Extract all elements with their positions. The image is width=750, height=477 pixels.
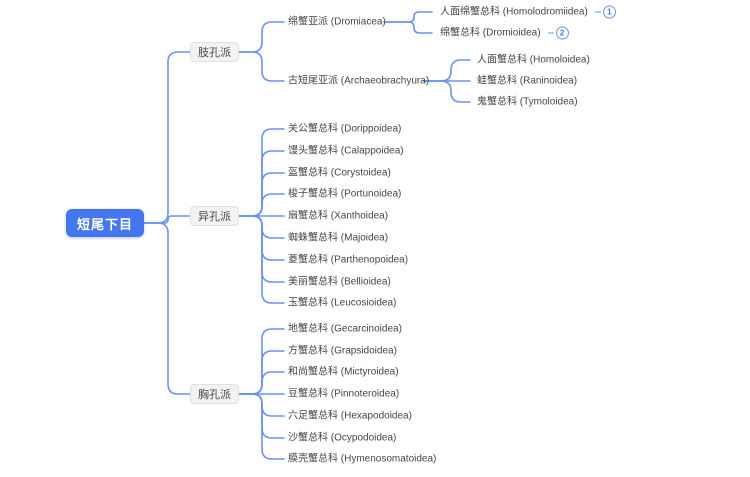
leaf-label: 菱蟹总科 (Parthenopoidea) (288, 254, 409, 266)
leaf-label: 人面绵蟹总科 (Homolodromiidea) (440, 6, 588, 18)
leaf-calappoidea[interactable]: 馒头蟹总科 (Calappoidea) (288, 145, 404, 158)
root-node-label: 短尾下目 (76, 216, 133, 232)
subbranch-label: 古短尾亚派 (Archaeobrachyura) (288, 75, 430, 87)
leaf-pinnoteroidea[interactable]: 豆蟹总科 (Pinnoteroidea) (288, 388, 399, 401)
leaf-ocypodoidea[interactable]: 沙蟹总科 (Ocypodoidea) (288, 432, 396, 445)
leaf-label: 梭子蟹总科 (Portunoidea) (288, 188, 402, 200)
leaf-label: 蛙蟹总科 (Raninoidea) (477, 75, 578, 87)
leaf-label: 蜘蛛蟹总科 (Majoidea) (288, 232, 389, 244)
branch-node-xiongkongpai[interactable]: 胸孔派 (190, 384, 239, 404)
leaf-label: 和尚蟹总科 (Mictyroidea) (288, 366, 399, 378)
root-node-brachyura[interactable]: 短尾下目 (66, 209, 144, 237)
branch-label: 异孔派 (198, 211, 231, 223)
leaf-hexapodoidea[interactable]: 六足蟹总科 (Hexapodoidea) (288, 410, 412, 423)
leaf-mictyroidea[interactable]: 和尚蟹总科 (Mictyroidea) (288, 366, 399, 379)
branch-label: 肢孔派 (198, 47, 231, 59)
leaf-label: 沙蟹总科 (Ocypodoidea) (288, 432, 397, 444)
leaf-corystoidea[interactable]: 盔蟹总科 (Corystoidea) (288, 167, 391, 180)
branch-label: 胸孔派 (198, 389, 231, 401)
leaf-parthenopoidea[interactable]: 菱蟹总科 (Parthenopoidea) (288, 254, 408, 267)
subbranch-label: 绵蟹亚派 (Dromiacea) (288, 16, 386, 28)
leaf-label: 玉蟹总科 (Leucosioidea) (288, 297, 397, 309)
leaf-dorippoidea[interactable]: 关公蟹总科 (Dorippoidea) (288, 123, 401, 136)
leaf-label: 扇蟹总科 (Xanthoidea) (288, 210, 389, 222)
leaf-homoloidea[interactable]: 人面蟹总科 (Homoloidea) (477, 54, 590, 67)
leaf-label: 馒头蟹总科 (Calappoidea) (288, 145, 404, 157)
subbranch-archaeobrachyura[interactable]: 古短尾亚派 (Archaeobrachyura) (288, 75, 429, 88)
leaf-leucosioidea[interactable]: 玉蟹总科 (Leucosioidea) (288, 297, 396, 310)
leaf-label: 地蟹总科 (Gecarcinoidea) (288, 323, 402, 335)
branch-node-zhikongpai[interactable]: 肢孔派 (190, 42, 239, 62)
leaf-label: 美丽蟹总科 (Bellioidea) (288, 276, 391, 288)
leaf-label: 膜壳蟹总科 (Hymenosomatoidea) (288, 453, 437, 465)
branch-node-yikongpai[interactable]: 异孔派 (190, 206, 239, 226)
leaf-label: 方蟹总科 (Grapsidoidea) (288, 345, 397, 357)
leaf-xanthoidea[interactable]: 扇蟹总科 (Xanthoidea) (288, 210, 388, 223)
leaf-homolodromiidea[interactable]: 人面绵蟹总科 (Homolodromiidea) 1 (440, 5, 616, 19)
number-badge-1[interactable]: 1 (594, 5, 616, 19)
leaf-gecarcinoidea[interactable]: 地蟹总科 (Gecarcinoidea) (288, 323, 402, 336)
leaf-tymoloidea[interactable]: 鬼蟹总科 (Tymoloidea) (477, 96, 578, 109)
subbranch-dromiacea[interactable]: 绵蟹亚派 (Dromiacea) (288, 16, 386, 29)
leaf-label: 人面蟹总科 (Homoloidea) (477, 54, 590, 66)
badge-number: 2 (555, 26, 569, 40)
leaf-label: 盔蟹总科 (Corystoidea) (288, 167, 391, 179)
leaf-grapsidoidea[interactable]: 方蟹总科 (Grapsidoidea) (288, 345, 397, 358)
leaf-label: 豆蟹总科 (Pinnoteroidea) (288, 388, 400, 400)
badge-dash (547, 32, 554, 34)
leaf-portunoidea[interactable]: 梭子蟹总科 (Portunoidea) (288, 188, 401, 201)
leaf-bellioidea[interactable]: 美丽蟹总科 (Bellioidea) (288, 276, 391, 289)
leaf-label: 鬼蟹总科 (Tymoloidea) (477, 96, 578, 108)
leaf-dromioidea[interactable]: 绵蟹总科 (Dromioidea) 2 (440, 26, 569, 40)
leaf-majoidea[interactable]: 蜘蛛蟹总科 (Majoidea) (288, 232, 388, 245)
number-badge-2[interactable]: 2 (547, 26, 569, 40)
leaf-label: 六足蟹总科 (Hexapodoidea) (288, 410, 412, 422)
leaf-raninoidea[interactable]: 蛙蟹总科 (Raninoidea) (477, 75, 577, 88)
badge-dash (594, 11, 601, 13)
leaf-hymenosomatoidea[interactable]: 膜壳蟹总科 (Hymenosomatoidea) (288, 453, 436, 466)
leaf-label: 绵蟹总科 (Dromioidea) (440, 27, 541, 39)
leaf-label: 关公蟹总科 (Dorippoidea) (288, 123, 402, 135)
badge-number: 1 (602, 5, 616, 19)
